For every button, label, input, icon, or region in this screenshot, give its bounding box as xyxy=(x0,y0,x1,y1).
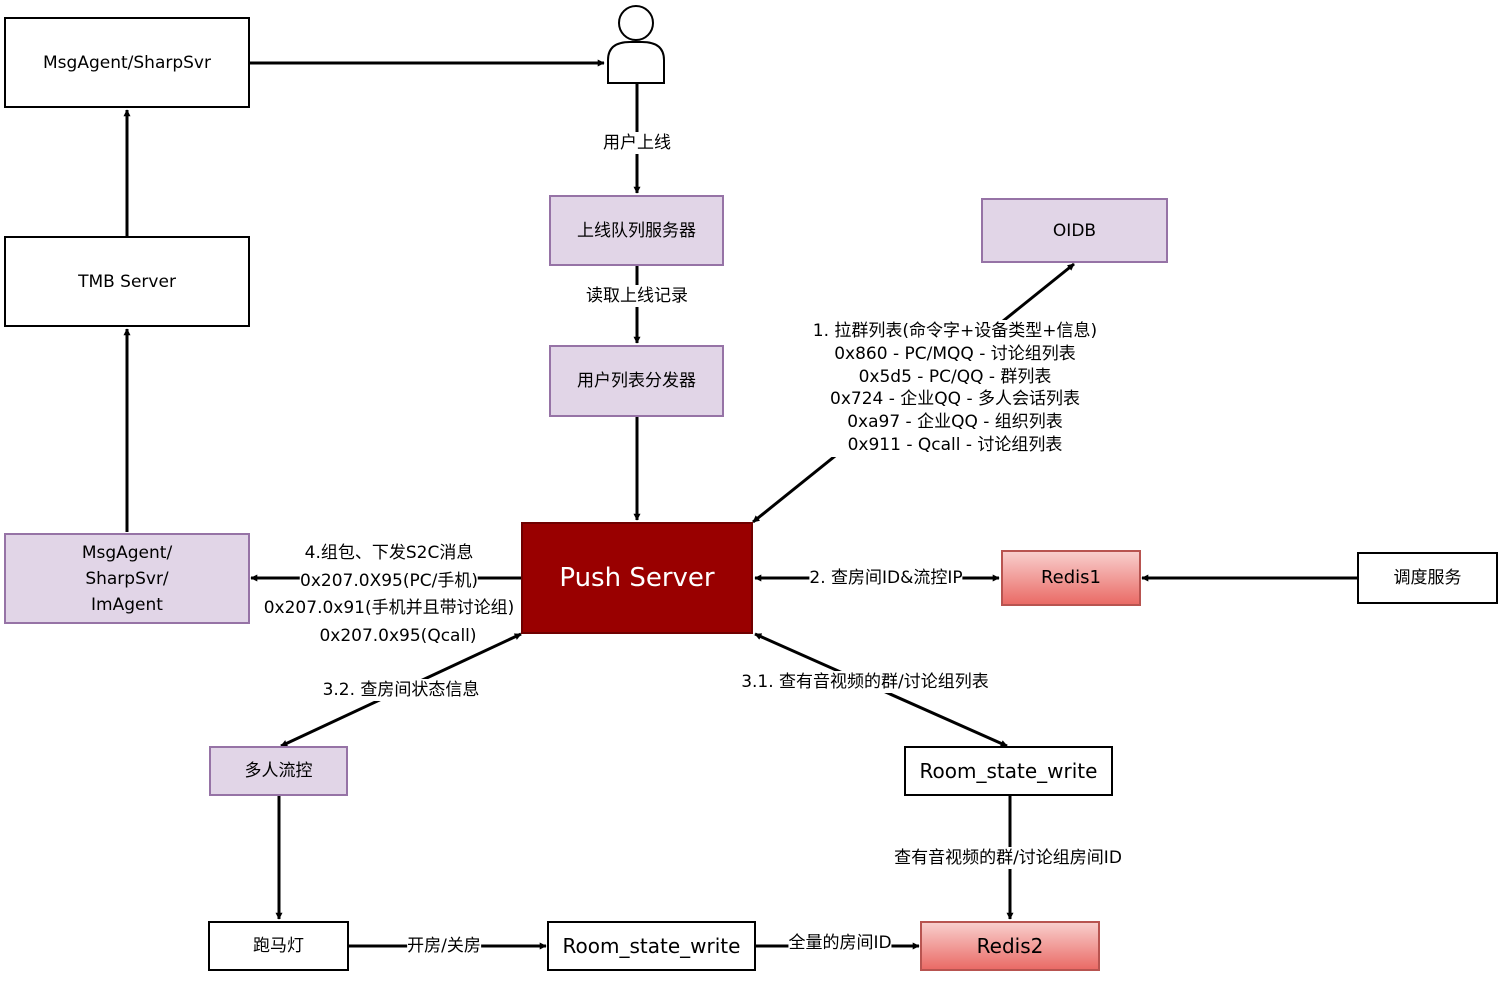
pull-group-list-line-3: 0x5d5 - PC/QQ - 群列表 xyxy=(858,366,1052,387)
multi-flow-control-label: 多人流控 xyxy=(244,761,313,781)
edge-label-open-close-room: 开房/关房 xyxy=(407,935,481,957)
pull-group-list-line-4: 0x724 - 企业QQ - 多人会话列表 xyxy=(830,389,1080,410)
msgagent-sharpsvr-top-node[interactable]: MsgAgent/SharpSvr xyxy=(4,17,250,108)
scheduler-node[interactable]: 调度服务 xyxy=(1357,552,1498,604)
user-icon xyxy=(607,5,665,84)
edge-label-full-room-id: 全量的房间ID xyxy=(788,932,892,954)
tmb-server-label: TMB Server xyxy=(78,271,176,292)
msgagent-bottom-label-1: MsgAgent/ xyxy=(81,542,173,563)
room-state-write-right-node[interactable]: Room_state_write xyxy=(904,746,1113,796)
pull-group-list-line-1: 1. 拉群列表(命令字+设备类型+信息) xyxy=(812,321,1098,341)
edge-label-query-room-state: 3.2. 查房间状态信息 xyxy=(322,679,480,701)
room-state-write-right-label: Room_state_write xyxy=(919,759,1098,783)
edge-label-pull-group-list: 1. 拉群列表(命令字+设备类型+信息) 0x860 - PC/MQQ - 讨论… xyxy=(812,320,1098,457)
edge-label-query-av-groups: 3.1. 查有音视频的群/讨论组列表 xyxy=(741,671,989,693)
push-s2c-line-4: 0x207.0x95(Qcall) xyxy=(319,625,477,646)
user-list-dispatcher-label: 用户列表分发器 xyxy=(577,371,696,391)
online-queue-node[interactable]: 上线队列服务器 xyxy=(549,195,724,266)
push-s2c-line-2: 0x207.0X95(PC/手机) xyxy=(300,567,478,595)
oidb-label: OIDB xyxy=(1052,220,1097,241)
msgagent-bottom-label-2: SharpSvr/ xyxy=(85,568,169,589)
pull-group-list-line-6: 0x911 - Qcall - 讨论组列表 xyxy=(847,434,1063,455)
user-list-dispatcher-node[interactable]: 用户列表分发器 xyxy=(549,345,724,417)
msgagent-bottom-label-3: ImAgent xyxy=(91,594,163,615)
edge-label-read-online-record: 读取上线记录 xyxy=(586,285,688,307)
oidb-node[interactable]: OIDB xyxy=(981,198,1168,263)
scheduler-label: 调度服务 xyxy=(1393,568,1462,588)
pull-group-list-line-2: 0x860 - PC/MQQ - 讨论组列表 xyxy=(834,343,1076,364)
tmb-server-node[interactable]: TMB Server xyxy=(4,236,250,327)
push-s2c-line-1: 4.组包、下发S2C消息 xyxy=(304,543,474,563)
pull-group-list-line-5: 0xa97 - 企业QQ - 组织列表 xyxy=(847,412,1063,433)
push-server-node[interactable]: Push Server xyxy=(521,522,753,634)
redis2-label: Redis2 xyxy=(976,934,1044,958)
online-queue-label: 上线队列服务器 xyxy=(577,220,696,241)
redis2-node[interactable]: Redis2 xyxy=(920,921,1100,971)
edge-label-query-room-id: 2. 查房间ID&流控IP xyxy=(809,567,963,589)
msgagent-bottom-node[interactable]: MsgAgent/ SharpSvr/ ImAgent xyxy=(4,533,250,624)
room-state-write-bottom-node[interactable]: Room_state_write xyxy=(547,921,756,971)
room-state-write-bottom-label: Room_state_write xyxy=(562,934,741,958)
redis1-node[interactable]: Redis1 xyxy=(1001,550,1141,606)
redis1-label: Redis1 xyxy=(1040,567,1102,588)
multi-flow-control-node[interactable]: 多人流控 xyxy=(209,746,348,796)
edge-label-query-av-room-id: 查有音视频的群/讨论组房间ID xyxy=(894,847,1122,869)
edge-label-push-s2c: 4.组包、下发S2C消息 0x207.0X95(PC/手机) 0x207.0x9… xyxy=(264,540,515,650)
push-server-label: Push Server xyxy=(559,563,715,593)
edge-label-user-online: 用户上线 xyxy=(603,132,671,154)
marquee-node[interactable]: 跑马灯 xyxy=(208,921,349,971)
marquee-label: 跑马灯 xyxy=(253,936,304,956)
push-s2c-line-3: 0x207.0x91(手机并且带讨论组) xyxy=(263,598,515,618)
msgagent-sharpsvr-top-label: MsgAgent/SharpSvr xyxy=(43,52,211,73)
